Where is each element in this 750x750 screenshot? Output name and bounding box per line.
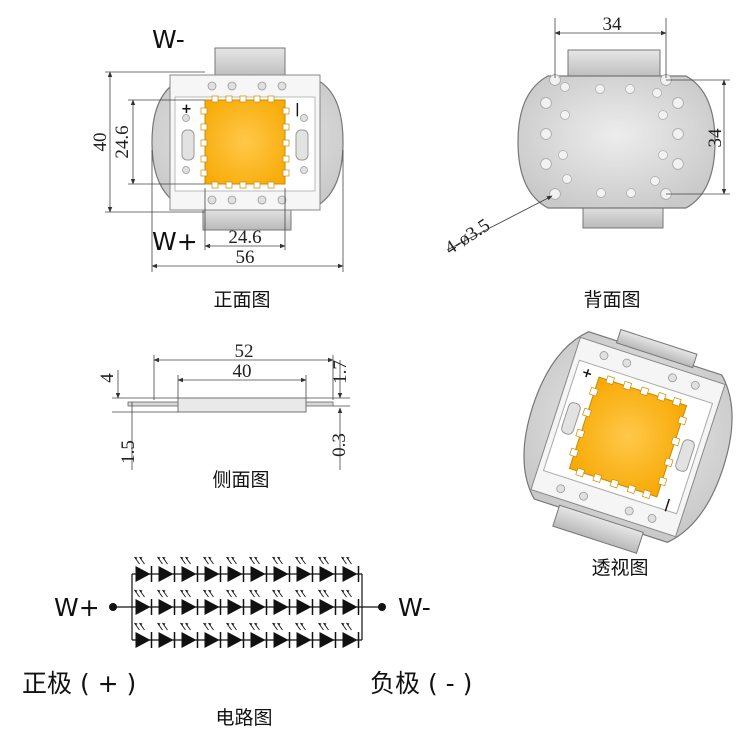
front-dim-40: 40 bbox=[90, 133, 111, 152]
circuit-positive-label: 正极 ( + ) bbox=[22, 669, 136, 698]
led-diode-symbol bbox=[272, 556, 291, 582]
led-diode-symbol bbox=[272, 589, 291, 615]
front-wminus-label: W- bbox=[152, 25, 185, 54]
led-diode-symbol bbox=[157, 556, 176, 582]
back-dim-34-top: 34 bbox=[603, 14, 623, 35]
perspective-minus-mark: | bbox=[663, 497, 672, 513]
led-diode-symbol bbox=[203, 622, 222, 648]
led-diode-symbol bbox=[180, 556, 199, 582]
side-view-caption: 侧面图 bbox=[212, 469, 269, 491]
back-view: 34 34 4-ø3.5 背面图 bbox=[441, 14, 730, 311]
side-view: 52 40 4 1.5 1.7 0.3 侧面图 bbox=[97, 341, 351, 491]
circuit-caption: 电路图 bbox=[215, 707, 272, 729]
led-diode-symbol bbox=[134, 589, 153, 615]
circuit-wplus-label: W+ bbox=[54, 593, 100, 622]
perspective-tab bbox=[552, 504, 644, 554]
back-dim-34-right: 34 bbox=[705, 128, 726, 148]
perspective-view: + | bbox=[523, 328, 733, 554]
circuit-diagram: W+ W- 正极 ( + ) 负极 ( - ) 电路图 bbox=[22, 556, 472, 729]
side-dim-0-3: 0.3 bbox=[329, 433, 350, 457]
led-diode-symbol bbox=[203, 589, 222, 615]
led-diode-symbol bbox=[249, 556, 268, 582]
led-diode-symbol bbox=[295, 589, 314, 615]
led-diode-symbol bbox=[203, 556, 222, 582]
front-dim-24-6-horizontal: 24.6 bbox=[228, 227, 261, 248]
front-view: + | W- W+ 40 24.6 24.6 56 正面图 bbox=[90, 25, 344, 311]
led-array bbox=[132, 556, 362, 648]
led-diode-symbol bbox=[341, 589, 360, 615]
perspective-plus-mark: + bbox=[579, 365, 594, 383]
front-dim-24-6-vertical: 24.6 bbox=[112, 125, 133, 158]
side-dim-1-7: 1.7 bbox=[330, 360, 351, 384]
circuit-wminus-label: W- bbox=[398, 593, 431, 622]
led-diode-symbol bbox=[318, 589, 337, 615]
led-diode-symbol bbox=[341, 622, 360, 648]
front-plus-mark: + bbox=[181, 102, 192, 117]
led-diode-symbol bbox=[226, 622, 245, 648]
led-diode-symbol bbox=[226, 589, 245, 615]
front-minus-mark: | bbox=[295, 102, 300, 117]
circuit-negative-label: 负极 ( - ) bbox=[370, 669, 472, 698]
led-diode-symbol bbox=[249, 589, 268, 615]
front-led-chip bbox=[204, 99, 286, 185]
side-dim-52: 52 bbox=[235, 341, 254, 362]
side-body bbox=[177, 397, 307, 413]
led-diode-symbol bbox=[341, 556, 360, 582]
led-diode-symbol bbox=[157, 622, 176, 648]
led-diode-symbol bbox=[249, 622, 268, 648]
back-dim-holes: 4-ø3.5 bbox=[441, 215, 494, 259]
led-diode-symbol bbox=[318, 622, 337, 648]
led-diode-symbol bbox=[180, 589, 199, 615]
back-substrate bbox=[517, 75, 716, 209]
side-dim-40: 40 bbox=[233, 361, 252, 382]
led-diode-symbol bbox=[272, 622, 291, 648]
front-view-caption: 正面图 bbox=[213, 289, 270, 311]
perspective-view-caption: 透视图 bbox=[591, 557, 648, 579]
led-diode-symbol bbox=[295, 556, 314, 582]
led-diode-symbol bbox=[157, 589, 176, 615]
front-dim-56: 56 bbox=[236, 247, 255, 268]
led-diode-symbol bbox=[134, 556, 153, 582]
side-dim-4: 4 bbox=[97, 373, 118, 383]
led-diode-symbol bbox=[180, 622, 199, 648]
led-diode-symbol bbox=[295, 622, 314, 648]
side-dim-1-5: 1.5 bbox=[118, 440, 139, 464]
front-wplus-label: W+ bbox=[152, 227, 198, 256]
back-view-caption: 背面图 bbox=[583, 289, 640, 311]
led-diode-symbol bbox=[318, 556, 337, 582]
led-diode-symbol bbox=[134, 622, 153, 648]
led-diode-symbol bbox=[226, 556, 245, 582]
